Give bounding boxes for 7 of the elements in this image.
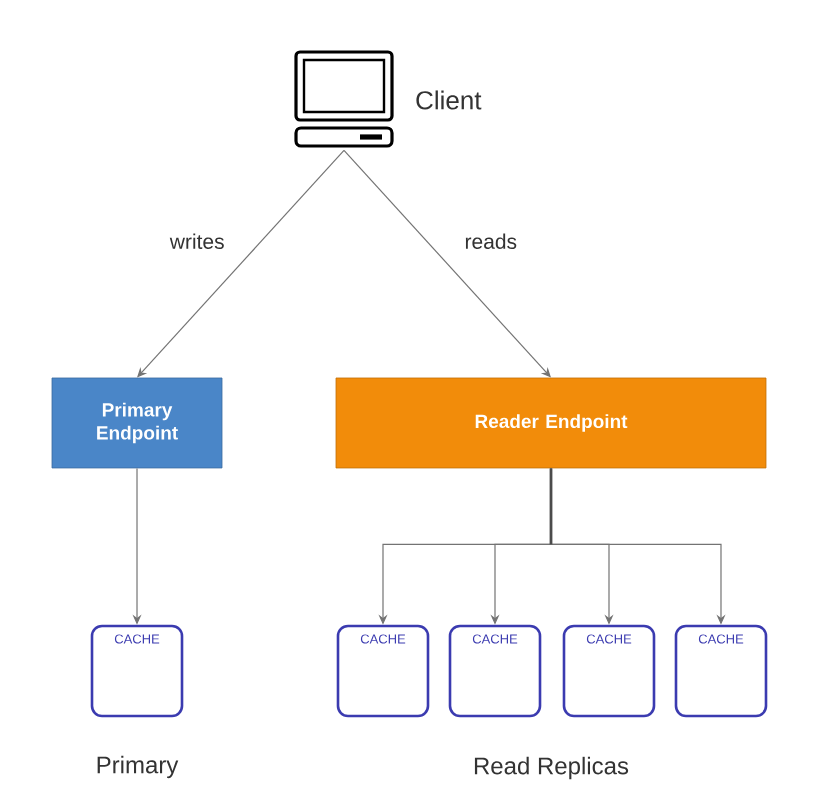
client-label: Client — [416, 90, 482, 110]
edge-label: reads — [462, 231, 520, 251]
endpoint-box: Reader Endpoint — [335, 377, 767, 469]
group-caption: Read Replicas — [474, 756, 629, 780]
endpoint-box: Primary Endpoint — [51, 377, 223, 469]
node-label: Primary — [97, 755, 179, 779]
edge-label: writes — [167, 231, 227, 251]
